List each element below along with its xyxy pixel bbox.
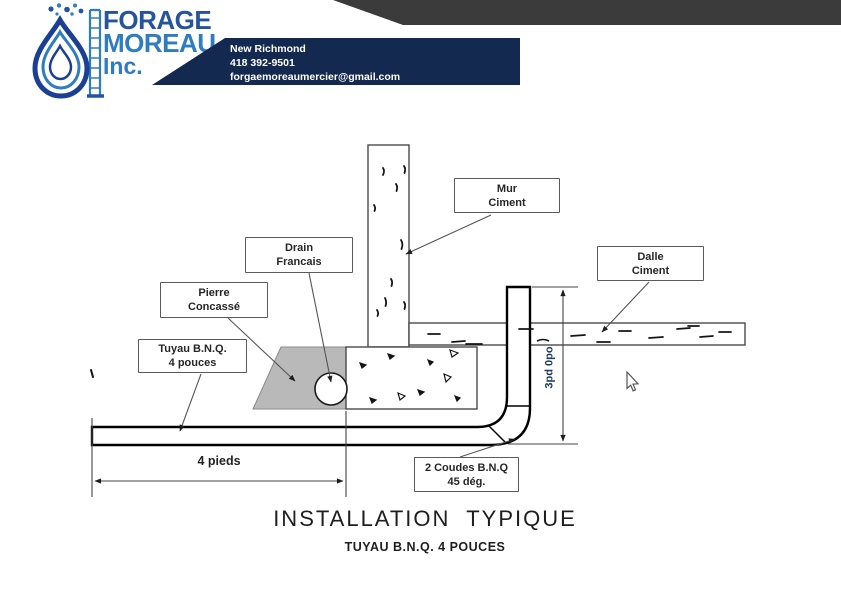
contact-email: forgaemoreaumercier@gmail.com: [230, 71, 401, 83]
label-pierre-concassee: Pierre Concassé: [160, 282, 268, 318]
label-dalle-ciment: Dalle Ciment: [597, 246, 704, 281]
company-name: FORAGE MOREAU Inc.: [103, 5, 216, 79]
label-line: Dalle: [637, 250, 664, 263]
company-name-line1: FORAGE: [103, 5, 212, 35]
wall-texture: [373, 165, 407, 317]
drawing-title: INSTALLATION TYPIQUE: [273, 506, 577, 531]
label-line: 4 pouces: [168, 357, 217, 369]
footing-texture: [358, 349, 462, 404]
label-line: Ciment: [488, 196, 526, 209]
top-corner-band: [333, 0, 841, 25]
stray-mark: [90, 369, 94, 378]
width-dimension-text: 4 pieds: [197, 454, 241, 468]
elbow-joints: [488, 405, 530, 443]
label-line: 2 Coudes B.N.Q: [424, 461, 509, 474]
label-line: Francais: [276, 256, 322, 268]
contact-city: New Richmond: [230, 43, 306, 55]
company-name-line3: Inc.: [103, 53, 143, 79]
leader-lines: [179, 214, 650, 458]
label-tuyau-bnq: Tuyau B.N.Q. 4 pouces: [138, 339, 247, 373]
width-dimension: [91, 411, 347, 497]
label-line: Concassé: [188, 301, 240, 313]
label-drain-francais: Drain Francais: [245, 237, 353, 273]
cement-slab: [408, 322, 746, 346]
label-line: Ciment: [631, 264, 670, 277]
french-drain-pipe: [314, 372, 348, 406]
label-line: Mur: [496, 182, 518, 195]
label-line: Drain: [284, 242, 314, 254]
label-line: 45 dég.: [447, 475, 486, 488]
contact-banner: New Richmond 418 392-9501 forgaemoreaume…: [152, 38, 520, 85]
footing: [345, 346, 478, 410]
label-coudes-bnq: 2 Coudes B.N.Q 45 dég.: [414, 457, 519, 492]
water-drop-derrick-icon: [32, 3, 104, 99]
height-dimension-text: 3pd 0po: [543, 346, 556, 389]
label-line: Tuyau B.N.Q.: [158, 343, 227, 355]
drawing-subtitle: TUYAU B.N.Q. 4 POUCES: [344, 540, 506, 554]
arrow-pointer-icon: [626, 370, 640, 392]
height-dimension: [508, 286, 578, 445]
label-line: Pierre: [198, 287, 230, 299]
bnq-pipe: [90, 285, 532, 447]
slab-texture: [427, 325, 732, 345]
label-mur-ciment: Mur Ciment: [454, 178, 560, 213]
company-name-line2: MOREAU: [103, 28, 216, 58]
contact-phone: 418 392-9501: [230, 57, 295, 69]
